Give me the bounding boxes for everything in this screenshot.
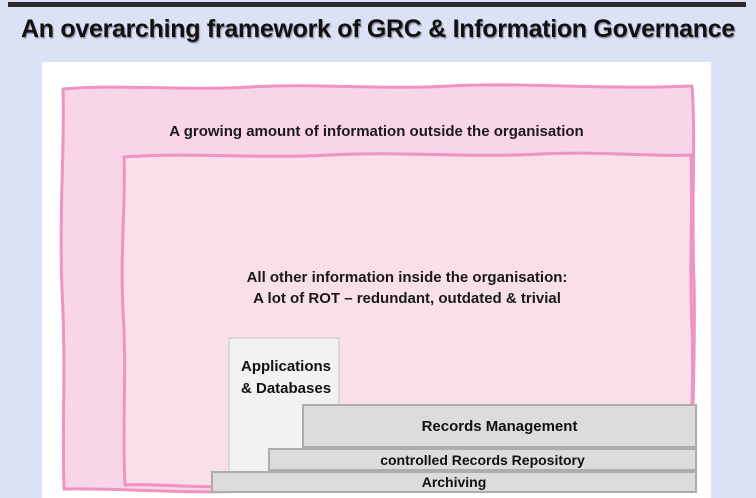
inside-region-label-line1: All other information inside the organis… bbox=[246, 269, 568, 286]
inside-region-label-line2: A lot of ROT – redundant, outdated & tri… bbox=[253, 290, 561, 307]
page-title: An overarching framework of GRC & Inform… bbox=[21, 15, 735, 43]
applications-databases-line2: & Databases bbox=[241, 380, 332, 397]
archiving-label: Archiving bbox=[421, 474, 487, 490]
records-management-label: Records Management bbox=[421, 417, 578, 435]
controlled-records-repository-label: controlled Records Repository bbox=[380, 451, 585, 468]
archiving-bar: Archiving bbox=[211, 471, 697, 493]
inside-region-label: All other information inside the organis… bbox=[120, 267, 694, 309]
slide-top-border bbox=[8, 2, 746, 7]
records-management-bar: Records Management bbox=[302, 404, 697, 448]
outside-region-label: A growing amount of information outside … bbox=[169, 123, 584, 140]
applications-databases-line1: Applications bbox=[241, 358, 332, 375]
controlled-records-repository-bar: controlled Records Repository bbox=[268, 448, 697, 471]
